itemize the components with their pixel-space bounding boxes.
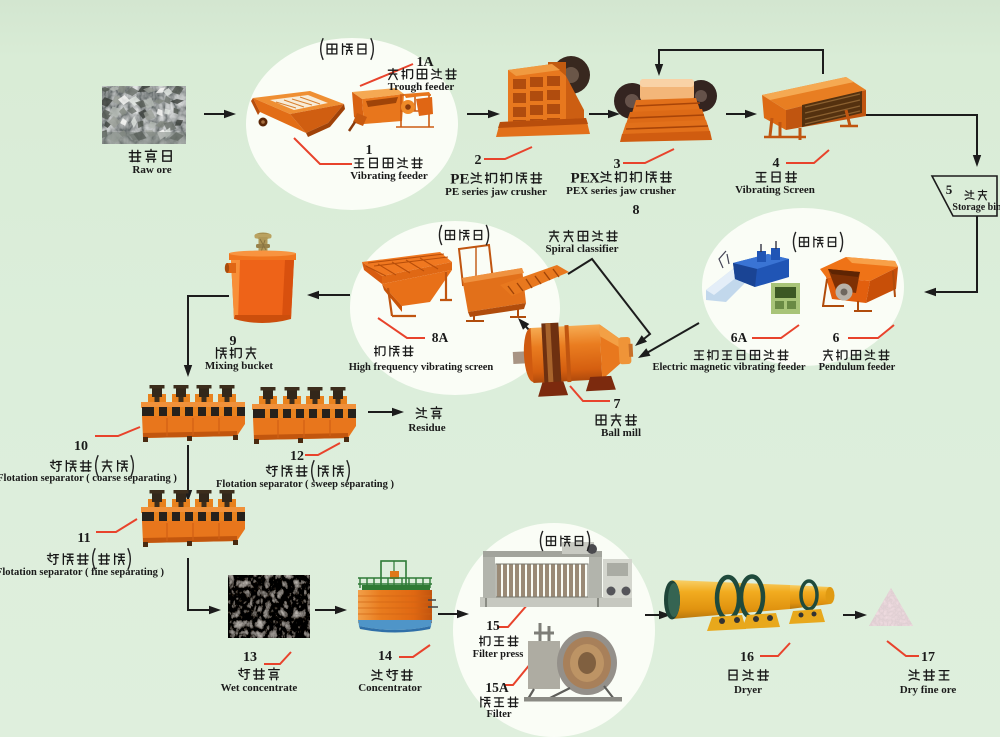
- svg-text:2: 2: [475, 153, 482, 168]
- svg-text:7: 7: [614, 397, 621, 412]
- svg-text:Residue: Residue: [408, 422, 445, 434]
- svg-text:Spiral classifier: Spiral classifier: [545, 243, 618, 255]
- svg-text:Concentrator: Concentrator: [358, 682, 422, 694]
- svg-text:Trough feeder: Trough feeder: [388, 81, 455, 93]
- svg-text:Mixing bucket: Mixing bucket: [205, 360, 273, 372]
- svg-text:13: 13: [243, 650, 257, 665]
- svg-text:Dry fine ore: Dry fine ore: [900, 684, 957, 696]
- svg-text:Electric magnetic vibrating fe: Electric magnetic vibrating feeder: [652, 362, 805, 373]
- svg-text:Dryer: Dryer: [734, 684, 762, 696]
- svg-text:Flotation separator ( fine sep: Flotation separator ( fine separating ): [0, 567, 165, 578]
- svg-text:Storage bin: Storage bin: [952, 202, 1000, 213]
- svg-text:Vibrating feeder: Vibrating feeder: [350, 170, 428, 182]
- svg-text:Ball mill: Ball mill: [601, 427, 641, 439]
- svg-text:5: 5: [946, 182, 953, 197]
- svg-text:Flotation separator ( coarse s: Flotation separator ( coarse separating …: [0, 473, 177, 484]
- svg-text:12: 12: [290, 449, 304, 464]
- svg-text:Filter: Filter: [486, 709, 511, 720]
- svg-text:Raw ore: Raw ore: [132, 164, 171, 176]
- svg-text:4: 4: [773, 156, 780, 171]
- svg-text:3: 3: [614, 157, 621, 172]
- svg-text:8A: 8A: [432, 330, 449, 345]
- svg-text:14: 14: [378, 649, 392, 664]
- svg-text:P: P: [450, 171, 459, 187]
- svg-text:8: 8: [633, 203, 640, 218]
- svg-text:9: 9: [230, 334, 237, 349]
- svg-text:16: 16: [740, 650, 754, 665]
- svg-text:17: 17: [921, 650, 935, 665]
- svg-text:15: 15: [486, 618, 500, 633]
- svg-text:PEX series jaw crusher: PEX series jaw crusher: [566, 185, 676, 197]
- svg-text:10: 10: [74, 439, 88, 454]
- svg-text:11: 11: [77, 531, 90, 546]
- svg-text:Wet concentrate: Wet concentrate: [221, 682, 298, 694]
- svg-text:15A: 15A: [485, 680, 509, 695]
- svg-text:P: P: [571, 170, 580, 186]
- svg-text:Vibrating Screen: Vibrating Screen: [735, 184, 815, 196]
- svg-text:High frequency vibrating scree: High frequency vibrating screen: [349, 362, 494, 373]
- svg-text:1A: 1A: [416, 55, 434, 70]
- svg-text:E: E: [580, 170, 590, 186]
- svg-text:PE series jaw crusher: PE series jaw crusher: [445, 186, 547, 198]
- svg-text:Pendulum feeder: Pendulum feeder: [819, 362, 896, 373]
- svg-text:E: E: [460, 171, 470, 187]
- svg-text:X: X: [589, 170, 600, 186]
- svg-text:Filter press: Filter press: [473, 649, 524, 660]
- svg-text:6: 6: [833, 330, 840, 345]
- svg-text:6A: 6A: [731, 330, 748, 345]
- svg-text:Flotation separator ( sweep se: Flotation separator ( sweep separating ): [216, 479, 394, 490]
- svg-text:1: 1: [366, 143, 373, 158]
